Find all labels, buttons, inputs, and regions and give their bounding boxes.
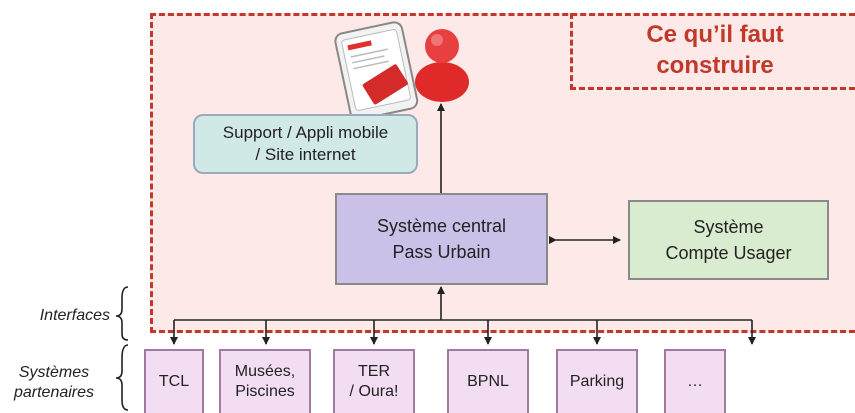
partner-box-more: … <box>664 349 726 413</box>
interfaces-brace <box>115 286 129 341</box>
partner-box-parking: Parking <box>556 349 638 413</box>
partner-box-musees: Musées,Piscines <box>219 349 311 413</box>
partner-box-ter: TER/ Oura! <box>333 349 415 413</box>
partner-box-tcl: TCL <box>144 349 204 413</box>
callout-frame <box>570 13 855 90</box>
support-mobile-box: Support / Appli mobile/ Site internet <box>193 114 418 174</box>
interfaces-label: Interfaces <box>39 307 110 324</box>
partner-box-bpnl: BPNL <box>447 349 529 413</box>
partners-brace <box>115 344 129 411</box>
user-icon <box>415 29 469 102</box>
phone-pass-icon <box>334 21 419 121</box>
